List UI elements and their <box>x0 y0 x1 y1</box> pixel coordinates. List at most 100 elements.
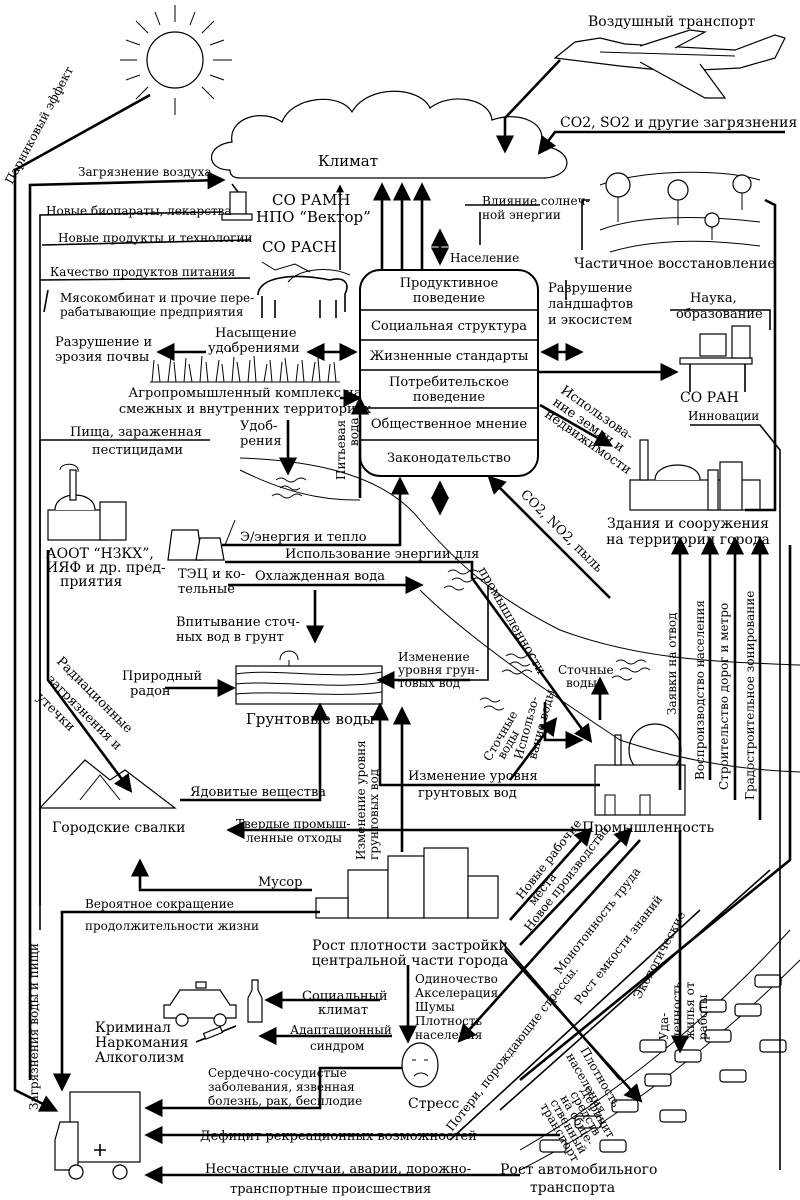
center-row-3b: поведение <box>413 390 486 405</box>
label-seepage-2: ных вод в грунт <box>176 630 284 645</box>
label-solid-waste-2: ленные отходы <box>246 831 342 845</box>
label-cardio-1: Сердечно-сосудистые <box>208 1066 347 1080</box>
label-landscape-2: ландшафтов <box>548 297 633 312</box>
computer-desk-icon <box>679 325 753 392</box>
grass-field <box>150 355 340 383</box>
label-agro-2: смежных и внутренних территориях <box>119 402 372 417</box>
center-row-2: Жизненные стандарты <box>370 349 529 364</box>
label-fertilizers-1: Удоб- <box>240 419 277 434</box>
label-stress: Стресс <box>408 1096 460 1112</box>
bottle-icon <box>247 979 263 1023</box>
arrows <box>13 59 792 1185</box>
label-cardio-2: заболевания, язвенная <box>208 1080 355 1094</box>
label-gw-level-v-1: Изменение уровня <box>354 740 368 860</box>
label-landscape-3: и экосистем <box>548 313 632 328</box>
label-social-1: Социальный <box>302 989 388 1004</box>
label-waste-water-top-2: воды <box>566 676 597 690</box>
label-partial-restore: Частичное восстановление <box>574 256 776 272</box>
label-loneliness-2: Акселерация <box>415 986 498 1000</box>
label-groundwater: Грунтовые воды <box>246 710 374 728</box>
label-life-short-1: Вероятное сокращение <box>85 897 234 911</box>
label-loneliness-3: Шумы <box>415 1000 455 1014</box>
syringe-icon <box>195 1025 237 1043</box>
label-tec-1: ТЭЦ и ко- <box>178 567 245 582</box>
label-distance-2: ленность <box>670 982 684 1040</box>
label-accidents-2: транспортные происшествия <box>230 1182 431 1197</box>
river-lines <box>239 457 800 773</box>
police-car-icon <box>163 981 237 1027</box>
label-density-2: центральной части города <box>312 953 509 969</box>
label-roads-metro: Строительство дорог и метро <box>717 603 731 790</box>
cows-icon <box>257 261 351 318</box>
label-accidents-1: Несчастные случаи, аварии, дорожно- <box>205 1162 471 1177</box>
label-water-food-poll: Загрязнения воды и пищи <box>27 943 41 1110</box>
label-solar-1: Влияние солнеч- <box>482 194 590 208</box>
label-food-pest-2: пестицидами <box>92 443 183 458</box>
label-solar-2: ной энергии <box>482 208 561 222</box>
label-gw-level-3: товых вод <box>398 676 460 690</box>
label-life-short-2: продолжительности жизни <box>85 919 259 933</box>
label-distance-4: работы <box>696 994 710 1040</box>
label-aoot-2: ИЯФ и др. пред- <box>46 560 166 576</box>
label-industry: Промышленность <box>582 820 715 836</box>
label-zoning: Градостроительное зонирование <box>743 591 757 800</box>
label-knowledge: Рост емкости знаний <box>571 892 665 1007</box>
center-row-0a: Продуктивное <box>400 276 499 291</box>
label-meat-plant-1: Мясокомбинат и прочие пере- <box>60 291 254 305</box>
label-natural-radon-2: радон <box>130 684 171 699</box>
label-distance-1: Уда- <box>657 1013 671 1040</box>
label-new-products: Новые продукты и технологии <box>58 231 252 245</box>
label-crime-1: Криминал <box>95 1020 171 1036</box>
label-drink-water-2: вода <box>347 417 361 446</box>
center-row-1: Социальная структура <box>371 319 527 334</box>
label-agro-1: Агропромышленный комплекс на <box>128 386 361 401</box>
label-fert-sat-2: удобрениями <box>208 341 300 356</box>
label-distance-3: жилья от <box>683 981 697 1040</box>
label-cardio-3: болезнь, рак, бесплодие <box>208 1094 362 1108</box>
label-adapt-2: синдром <box>310 1039 364 1053</box>
label-gw-level-v-2: грунтовых вод <box>367 769 381 860</box>
label-landscape-1: Разрушение <box>548 281 633 296</box>
center-row-3a: Потребительское <box>389 375 509 390</box>
ambulance-icon <box>54 1091 141 1180</box>
label-toxic: Ядовитые вещества <box>190 785 326 800</box>
center-row-0b: поведение <box>413 291 486 306</box>
label-energy-heat: Э/энергия и тепло <box>240 530 367 545</box>
label-climate: Климат <box>318 152 378 170</box>
label-soil-2: эрозия почвы <box>55 350 149 365</box>
label-new-bioprep: Новые биопараты, лекарства <box>46 204 232 218</box>
label-adapt-1: Адаптационный <box>290 1023 392 1037</box>
label-car-growth-1: Рост автомобильного <box>500 1162 657 1178</box>
sun-icon <box>120 5 232 115</box>
center-row-5: Законодательство <box>387 451 511 466</box>
label-industry-use: промышленности <box>475 565 549 678</box>
label-drink-water-1: Питьевая <box>334 420 348 480</box>
label-crime-3: Алкоголизм <box>95 1050 184 1066</box>
label-social-2: климат <box>318 1003 368 1018</box>
label-so-ran: СО РАН <box>680 390 739 406</box>
label-soil-1: Разрушение и <box>55 335 152 350</box>
center-row-4: Общественное мнение <box>371 417 528 432</box>
label-aoot-1: АООТ “НЗКХ”, <box>46 546 154 562</box>
power-plant-icon <box>167 519 236 561</box>
label-fertilizers-2: рения <box>240 434 282 449</box>
label-cooled-water: Охлажденная вода <box>255 569 385 584</box>
label-fert-sat-1: Насыщение <box>215 326 297 341</box>
label-aoot-3: приятия <box>60 574 123 590</box>
label-population: Население <box>450 251 519 265</box>
label-science-1: Наука, <box>690 291 737 306</box>
label-meat-plant-2: рабатывающие предприятия <box>60 305 243 319</box>
label-density-1: Рост плотности застройки <box>312 938 508 954</box>
label-gw-level-2: уровня грун- <box>398 663 479 677</box>
label-waste-water-top-1: Сточные <box>558 663 614 677</box>
label-loneliness-4: Плотность <box>415 1014 483 1028</box>
label-loneliness-5: населения <box>415 1028 482 1042</box>
industry-plant-icon <box>594 723 686 816</box>
label-solid-waste-1: Твердые промыш- <box>236 817 350 831</box>
groundwater-layers <box>235 650 383 705</box>
label-air-transport: Воздушный транспорт <box>588 14 755 30</box>
label-requests: Заявки на отвод <box>665 613 679 715</box>
microscope-icon <box>221 183 253 221</box>
